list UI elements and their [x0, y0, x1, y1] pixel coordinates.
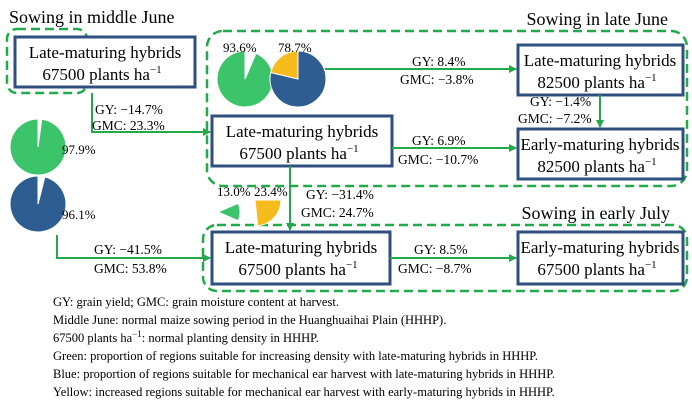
effect-lj67-to-lj82-gmc: GMC: −3.8%	[400, 72, 474, 87]
pie-label-ej-green: 13.0%	[217, 184, 251, 199]
note-line: Green: proportion of regions suitable fo…	[53, 349, 538, 363]
region-late-june-outline	[205, 29, 689, 188]
pie-label-mj-blue: 96.1%	[62, 207, 96, 222]
box-label: Early-maturing hybrids	[520, 238, 679, 257]
effect-lj67-to-lje82-gy: GY: 6.9%	[412, 133, 466, 148]
box-early-july-late-maturing-67500: Late-maturing hybrids 67500 plants ha−1	[210, 230, 392, 286]
pie-lj-green-remainder	[244, 50, 257, 80]
effect-lj67-to-ej67-gmc: GMC: 24.7%	[301, 205, 374, 220]
pie-middle-june-blue	[9, 175, 67, 233]
effect-mj-to-ej-gy: GY: −41.5%	[94, 242, 162, 257]
region-late-june-title: Sowing in late June	[527, 9, 669, 29]
effect-lj67-to-lj82-gy: GY: 8.4%	[412, 54, 466, 69]
pie-label-mj-green: 97.9%	[62, 142, 96, 157]
region-middle-june-outline	[5, 27, 89, 95]
pie-mj-blue-remainder	[37, 175, 46, 205]
effect-lj82-to-lje82-gmc: GMC: −7.2%	[518, 111, 592, 126]
effect-ej67-to-eje67-gy: GY: 8.5%	[414, 242, 468, 257]
pie-lj-yellow-slice	[270, 50, 299, 80]
box-label: Early-maturing hybrids	[520, 135, 679, 154]
box-label: Late-maturing hybrids	[524, 51, 677, 70]
box-label: Late-maturing hybrids	[226, 122, 379, 141]
note-line: Yellow: increased regions suitable for m…	[53, 385, 555, 399]
arrow-mj-to-lj-late	[91, 93, 211, 136]
note-line: Middle June: normal maize sowing period …	[53, 313, 446, 327]
box-density: 67500 plants ha−1	[42, 64, 161, 84]
effect-mj-to-lj-gmc: GMC: 23.3%	[92, 118, 165, 133]
pie-late-june-green	[216, 50, 274, 108]
effect-lj67-to-ej67-gy: GY: −31.4%	[306, 187, 374, 202]
pie-mj-green-remainder	[37, 118, 43, 148]
box-label: Late-maturing hybrids	[29, 43, 182, 62]
effect-ej67-to-eje67-gmc: GMC: −8.7%	[398, 261, 472, 276]
box-density: 67500 plants ha−1	[537, 259, 656, 279]
box-middle-june-late-maturing: Late-maturing hybrids 67500 plants ha−1	[13, 35, 197, 89]
pie-early-july-yellow	[254, 199, 282, 227]
box-late-june-early-maturing-82500: Early-maturing hybrids 82500 plants ha−1	[516, 127, 685, 181]
note-line: GY: grain yield; GMC: grain moisture con…	[53, 295, 339, 309]
arrow-mj-to-ej-late	[56, 235, 211, 262]
pie-middle-june-green	[9, 118, 67, 176]
notes: GY: grain yield; GMC: grain moisture con…	[53, 295, 555, 399]
box-late-june-late-maturing-67500: Late-maturing hybrids 67500 plants ha−1	[210, 114, 394, 168]
box-late-june-late-maturing-82500: Late-maturing hybrids 82500 plants ha−1	[516, 43, 685, 97]
pie-late-june-blue-yellow	[269, 50, 327, 108]
box-density: 67500 plants ha−1	[239, 143, 358, 163]
pie-ej-green-slice	[216, 202, 241, 222]
effect-lj82-to-lje82-gy: GY: −1.4%	[530, 94, 591, 109]
pie-early-july-green	[216, 202, 241, 222]
note-line: Blue: proportion of regions suitable for…	[53, 367, 555, 381]
box-density: 67500 plants ha−1	[238, 259, 357, 279]
pie-label-lj-green: 93.6%	[223, 40, 257, 55]
pie-ej-yellow-slice	[254, 199, 282, 227]
box-density: 82500 plants ha−1	[537, 156, 656, 176]
pie-label-lj-blue: 78.7%	[278, 40, 312, 55]
effect-lj67-to-lje82-gmc: GMC: −10.7%	[398, 152, 478, 167]
pie-label-ej-yellow: 23.4%	[254, 184, 288, 199]
effect-mj-to-lj-gy: GY: −14.7%	[95, 102, 163, 117]
note-line: 67500 plants ha−1: normal planting densi…	[53, 329, 319, 345]
region-early-july-title: Sowing in early July	[522, 203, 671, 223]
effect-mj-to-ej-gmc: GMC: 53.8%	[94, 261, 167, 276]
region-early-july-outline	[201, 223, 689, 293]
region-middle-june-title: Sowing in middle June	[9, 7, 175, 27]
box-label: Late-maturing hybrids	[225, 238, 378, 257]
box-early-july-early-maturing-67500: Early-maturing hybrids 67500 plants ha−1	[516, 230, 685, 286]
box-density: 82500 plants ha−1	[537, 72, 656, 92]
